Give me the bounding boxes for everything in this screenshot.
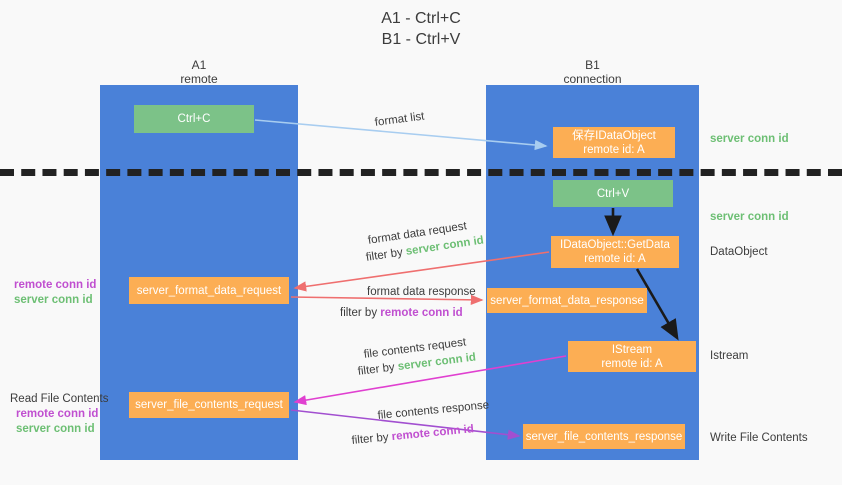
edge-label-file-contents-response: file contents response — [377, 399, 490, 422]
right-label-server-conn-id-top-text: server conn id — [710, 133, 789, 145]
left-label-server-conn-id-2: server conn id — [16, 423, 95, 435]
remote-conn-id-text-1: remote conn id — [380, 307, 463, 319]
lane-a1-name: A1 — [191, 58, 207, 72]
title-line-2: B1 - Ctrl+V — [381, 31, 461, 48]
box-ctrl-c[interactable]: Ctrl+C — [134, 105, 254, 133]
box-idataobject-getdata[interactable]: IDataObject::GetData remote id: A — [551, 236, 679, 268]
lane-header-b1: B1 connection — [486, 58, 699, 86]
edge-label-format-data-response: format data response — [367, 286, 476, 298]
box-server-format-data-response-label: server_format_data_response — [490, 294, 644, 307]
edge-label-format-list: format list — [374, 110, 426, 129]
box-server-format-data-request-label: server_format_data_request — [136, 284, 282, 297]
box-istream-line2: remote id: A — [601, 357, 663, 370]
filter-by-text-4: filter by — [351, 431, 390, 447]
box-istream-line1: IStream — [611, 343, 653, 356]
remote-conn-id-text-2: remote conn id — [391, 423, 475, 444]
right-label-dataobject: DataObject — [710, 245, 768, 260]
box-ctrl-v-label: Ctrl+V — [596, 187, 630, 200]
edge-label-filter-remote-conn-id-1: filter by remote conn id — [340, 306, 463, 320]
box-getdata-line1: IDataObject::GetData — [560, 239, 670, 251]
lane-b1-role: connection — [563, 72, 622, 86]
box-save-dataobject[interactable]: 保存IDataObject remote id: A — [553, 127, 675, 158]
box-server-file-contents-response-label: server_file_contents_response — [525, 430, 683, 443]
right-label-write-file-contents-text: Write File Contents — [710, 432, 808, 444]
left-label-read-file-contents-group: Read File Contents remote conn id server… — [10, 392, 108, 437]
right-label-server-conn-id-top: server conn id — [710, 132, 789, 147]
box-server-format-data-response[interactable]: server_format_data_response — [487, 288, 647, 313]
divider-dashed-line — [0, 169, 842, 176]
right-label-server-conn-id-mid: server conn id — [710, 210, 789, 225]
right-label-dataobject-text: DataObject — [710, 246, 768, 258]
page-title: A1 - Ctrl+C B1 - Ctrl+V — [0, 8, 842, 50]
box-ctrl-v[interactable]: Ctrl+V — [553, 180, 673, 207]
lane-b1-name: B1 — [585, 58, 600, 72]
filter-by-text-1: filter by — [365, 246, 404, 264]
box-server-file-contents-response[interactable]: server_file_contents_response — [523, 424, 685, 449]
left-label-remote-conn-id-1: remote conn id — [14, 279, 97, 291]
left-label-remote-conn-id-2: remote conn id — [16, 408, 99, 420]
box-istream[interactable]: IStream remote id: A — [568, 341, 696, 372]
filter-by-text-2: filter by — [340, 307, 378, 319]
box-server-format-data-request[interactable]: server_format_data_request — [129, 277, 289, 304]
filter-by-text-3: filter by — [357, 361, 396, 378]
box-server-file-contents-request[interactable]: server_file_contents_request — [129, 392, 289, 418]
right-label-server-conn-id-mid-text: server conn id — [710, 211, 789, 223]
box-getdata-line2: remote id: A — [584, 253, 646, 265]
box-save-dataobject-line2: remote id: A — [583, 143, 645, 156]
lane-header-a1: A1 remote — [100, 58, 298, 86]
title-line-1: A1 - Ctrl+C — [381, 10, 461, 27]
box-server-file-contents-request-label: server_file_contents_request — [135, 399, 283, 411]
edge-label-filter-remote-conn-id-2: filter by remote conn id — [351, 422, 474, 448]
left-label-conn-ids-1: remote conn id server conn id — [14, 278, 96, 308]
box-ctrl-c-label: Ctrl+C — [177, 113, 211, 125]
right-label-istream: Istream — [710, 349, 748, 364]
box-save-dataobject-line1: 保存IDataObject — [572, 129, 656, 142]
left-label-server-conn-id-1: server conn id — [14, 294, 93, 306]
right-label-write-file-contents: Write File Contents — [710, 431, 808, 446]
right-label-istream-text: Istream — [710, 350, 749, 362]
lane-a1-role: remote — [180, 72, 218, 86]
left-label-read-file-contents: Read File Contents — [10, 393, 109, 405]
